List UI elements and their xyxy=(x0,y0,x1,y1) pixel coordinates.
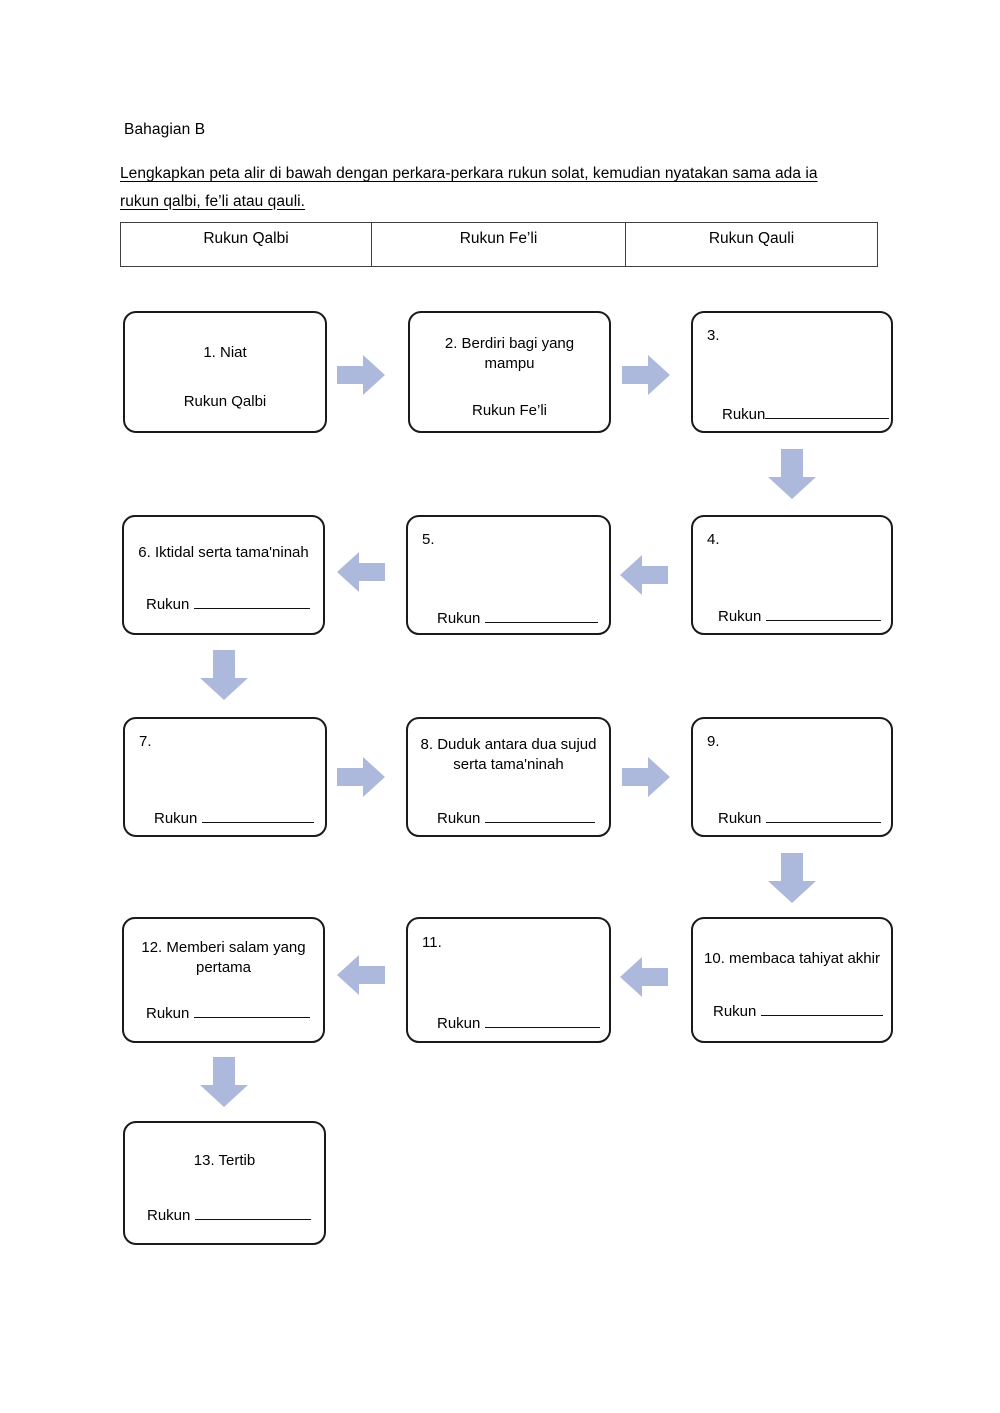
arrow-left-4-5 xyxy=(620,555,668,595)
flow-box-11-blank[interactable] xyxy=(484,1027,600,1028)
flow-box-9: 9. Rukun xyxy=(691,717,893,837)
flow-box-12-rukun-label: Rukun xyxy=(146,1005,190,1022)
arrow-down-6-7 xyxy=(200,650,248,700)
flow-box-3-answer: Rukun xyxy=(722,405,890,425)
flow-box-4-rukun-label: Rukun xyxy=(718,608,762,625)
flow-box-2: 2. Berdiri bagi yang mampu Rukun Fe’li xyxy=(408,311,611,433)
flow-box-11: 11. Rukun xyxy=(406,917,611,1043)
flow-box-3: 3. Rukun xyxy=(691,311,893,433)
flow-box-4: 4. Rukun xyxy=(691,515,893,635)
arrow-right-icon xyxy=(337,355,385,395)
flow-box-12-blank[interactable] xyxy=(193,1017,310,1018)
flow-box-2-answer: Rukun Fe’li xyxy=(471,402,548,419)
arrow-left-icon xyxy=(337,955,385,995)
arrow-right-icon xyxy=(622,757,670,797)
flow-box-13: 13. Tertib Rukun xyxy=(123,1121,326,1245)
flow-box-8-answer: Rukun xyxy=(437,809,595,829)
flow-box-11-answer: Rukun xyxy=(437,1014,600,1034)
arrow-left-icon xyxy=(337,552,385,592)
flow-box-7: 7. Rukun xyxy=(123,717,327,837)
flow-box-9-rukun-label: Rukun xyxy=(718,810,762,827)
flow-box-6-answer: Rukun xyxy=(146,595,310,615)
category-cell-rukun-feli: Rukun Fe’li xyxy=(372,223,626,266)
flow-box-10-blank[interactable] xyxy=(760,1015,883,1016)
instruction-text: Lengkapkan peta alir di bawah dengan per… xyxy=(120,160,880,215)
flow-box-10: 10. membaca tahiyat akhir Rukun xyxy=(691,917,893,1043)
flow-box-7-answer: Rukun xyxy=(154,809,314,829)
arrow-right-2-3 xyxy=(622,355,670,395)
category-cell-rukun-qauli: Rukun Qauli xyxy=(708,230,795,247)
flow-box-8-rukun-label: Rukun xyxy=(437,810,481,827)
flow-box-1: 1. Niat Rukun Qalbi xyxy=(123,311,327,433)
flow-box-7-blank[interactable] xyxy=(201,822,314,823)
flow-box-8: 8. Duduk antara dua sujud serta tama'nin… xyxy=(406,717,611,837)
flow-box-5: 5. Rukun xyxy=(406,515,611,635)
flow-box-1-answer: Rukun Qalbi xyxy=(183,393,267,410)
arrow-down-icon xyxy=(768,449,816,499)
flow-box-13-answer: Rukun xyxy=(147,1206,311,1226)
flow-box-12: 12. Memberi salam yang pertama Rukun xyxy=(122,917,325,1043)
flow-box-10-rukun-label: Rukun xyxy=(713,1003,757,1020)
flow-box-13-rukun-label: Rukun xyxy=(147,1207,191,1224)
flow-box-4-answer: Rukun xyxy=(718,607,881,627)
flow-box-5-rukun-label: Rukun xyxy=(437,610,481,627)
flow-box-6-title: 6. Iktidal serta tama'ninah xyxy=(138,544,309,561)
flow-box-7-title: 7. xyxy=(139,733,152,750)
arrow-right-icon xyxy=(337,757,385,797)
flow-box-11-rukun-label: Rukun xyxy=(437,1015,481,1032)
category-cell-rukun-qalbi: Rukun Qalbi xyxy=(121,223,372,266)
flow-box-7-rukun-label: Rukun xyxy=(154,810,198,827)
flow-box-13-blank[interactable] xyxy=(194,1219,311,1220)
arrow-left-icon xyxy=(620,555,668,595)
flow-box-5-title: 5. xyxy=(422,531,435,548)
arrow-down-3-4 xyxy=(768,449,816,499)
arrow-left-11-12 xyxy=(337,955,385,995)
flow-box-8-blank[interactable] xyxy=(484,822,595,823)
arrow-down-icon xyxy=(200,650,248,700)
flow-box-8-title: 8. Duduk antara dua sujud serta tama'nin… xyxy=(420,736,597,773)
flow-box-10-answer: Rukun xyxy=(713,1002,883,1022)
arrow-left-10-11 xyxy=(620,957,668,997)
flow-box-9-answer: Rukun xyxy=(718,809,881,829)
arrow-right-7-8 xyxy=(337,757,385,797)
flow-box-6: 6. Iktidal serta tama'ninah Rukun xyxy=(122,515,325,635)
instruction-line-1: Lengkapkan peta alir di bawah dengan per… xyxy=(120,165,818,182)
flow-box-5-answer: Rukun xyxy=(437,609,598,629)
arrow-right-8-9 xyxy=(622,757,670,797)
flow-box-3-blank[interactable] xyxy=(765,418,890,419)
arrow-down-icon xyxy=(768,853,816,903)
flow-box-10-title: 10. membaca tahiyat akhir xyxy=(704,950,880,967)
arrow-left-5-6 xyxy=(337,552,385,592)
flow-box-4-title: 4. xyxy=(707,531,720,548)
flow-box-4-blank[interactable] xyxy=(765,620,881,621)
flow-box-9-blank[interactable] xyxy=(765,822,881,823)
flow-box-12-title: 12. Memberi salam yang pertama xyxy=(141,939,306,976)
flow-box-13-title: 13. Tertib xyxy=(193,1152,256,1169)
flow-box-3-title: 3. xyxy=(707,327,720,344)
flow-box-3-rukun-label: Rukun xyxy=(722,406,766,423)
arrow-right-1-2 xyxy=(337,355,385,395)
flow-box-12-answer: Rukun xyxy=(146,1004,310,1024)
instruction-line-2: rukun qalbi, fe’li atau qauli. xyxy=(120,192,306,210)
flow-box-11-title: 11. xyxy=(422,934,442,951)
flow-box-5-blank[interactable] xyxy=(484,622,598,623)
flow-box-6-blank[interactable] xyxy=(193,608,310,609)
arrow-down-icon xyxy=(200,1057,248,1107)
arrow-down-9-10 xyxy=(768,853,816,903)
arrow-right-icon xyxy=(622,355,670,395)
section-label: Bahagian B xyxy=(124,121,206,138)
arrow-down-12-13 xyxy=(200,1057,248,1107)
flow-box-2-title: 2. Berdiri bagi yang mampu xyxy=(444,335,575,372)
flow-box-9-title: 9. xyxy=(707,733,720,750)
arrow-left-icon xyxy=(620,957,668,997)
category-table: Rukun Qalbi Rukun Fe’li Rukun Qauli xyxy=(120,222,878,267)
flow-box-6-rukun-label: Rukun xyxy=(146,596,190,613)
flow-box-1-title: 1. Niat xyxy=(203,344,247,361)
